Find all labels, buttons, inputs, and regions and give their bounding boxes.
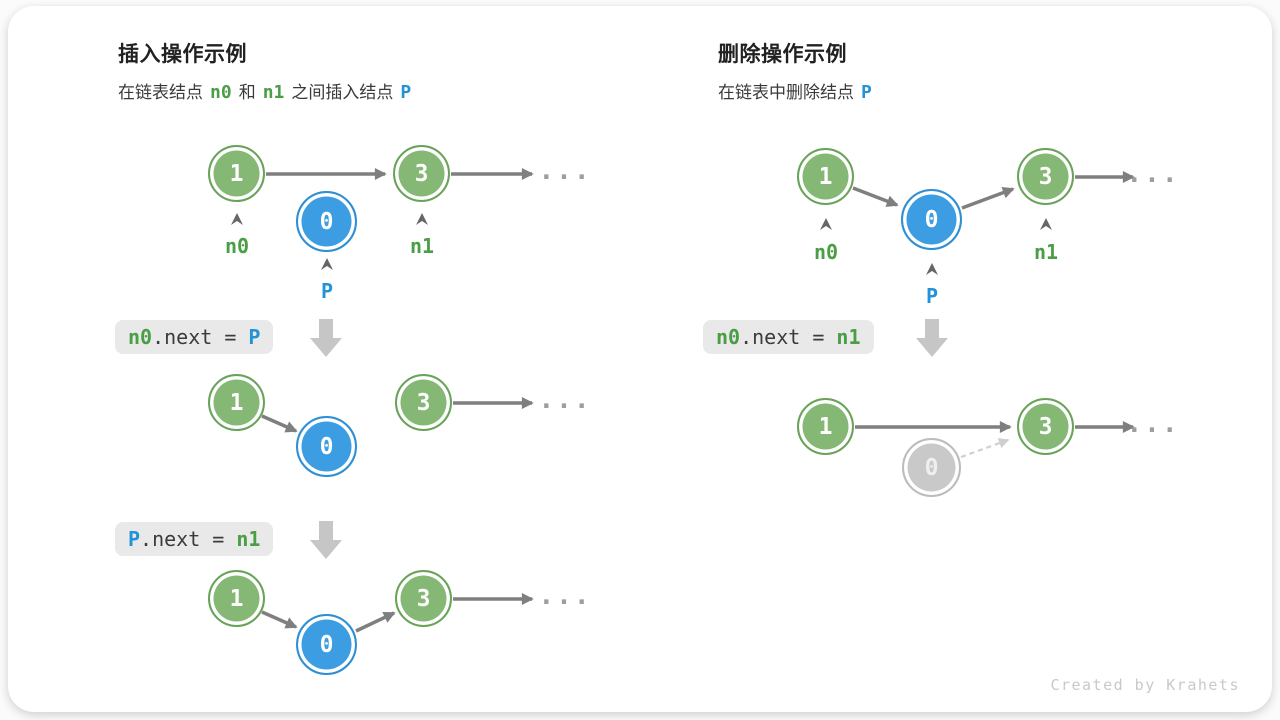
- node-value: 3: [414, 160, 429, 187]
- node-value: 1: [229, 160, 244, 187]
- figure-card: [8, 6, 1272, 712]
- ellipsis: ...: [1126, 159, 1180, 189]
- list-node-p: 0: [901, 189, 962, 250]
- code-lhs: n0: [128, 325, 153, 349]
- list-node-3: 3: [1017, 148, 1074, 205]
- list-node-3: 3: [395, 374, 452, 431]
- pointer-label-n0: n0: [224, 234, 250, 258]
- code-mid: .next =: [740, 325, 837, 349]
- left-panel-title: 插入操作示例: [118, 43, 247, 66]
- node-value: 1: [818, 163, 833, 190]
- node-value: 1: [818, 413, 833, 440]
- ellipsis: ...: [538, 156, 592, 186]
- pointer-label-p: P: [925, 284, 939, 308]
- node-value: 0: [319, 631, 334, 658]
- right-panel-subtitle: 在链表中删除结点 P: [718, 78, 879, 103]
- pointer-label-p: P: [320, 279, 334, 303]
- code-box-n0-next-p: n0.next = P: [115, 320, 274, 354]
- subtitle-text: 和: [238, 83, 256, 102]
- right-panel-title: 删除操作示例: [718, 43, 847, 66]
- list-node-deleted: 0: [902, 438, 961, 497]
- ellipsis: ...: [538, 581, 592, 611]
- code-rhs: n1: [836, 325, 861, 349]
- list-node-p: 0: [296, 416, 357, 477]
- node-value: 1: [229, 389, 244, 416]
- list-node-3: 3: [1017, 398, 1074, 455]
- node-value: 0: [924, 206, 939, 233]
- list-node-p: 0: [296, 191, 357, 252]
- list-node-1: 1: [797, 398, 854, 455]
- token-n1: n1: [262, 82, 285, 103]
- code-rhs: P: [248, 325, 261, 349]
- list-node-p: 0: [296, 614, 357, 675]
- code-lhs: n0: [716, 325, 741, 349]
- node-value: 0: [319, 433, 334, 460]
- node-value: 1: [229, 585, 244, 612]
- list-node-1: 1: [208, 145, 265, 202]
- pointer-label-n1: n1: [1033, 240, 1059, 264]
- code-mid: .next =: [140, 527, 237, 551]
- token-n0: n0: [210, 82, 232, 103]
- node-value: 0: [319, 208, 334, 235]
- code-mid: .next =: [152, 325, 249, 349]
- node-value: 3: [1038, 413, 1053, 440]
- node-value: 3: [416, 389, 431, 416]
- list-node-1: 1: [797, 148, 854, 205]
- credit-watermark: Created by Krahets: [1050, 676, 1240, 694]
- subtitle-text: 之间插入结点: [291, 83, 394, 102]
- code-rhs: n1: [236, 527, 261, 551]
- code-lhs: P: [128, 527, 141, 551]
- pointer-label-n0: n0: [813, 240, 839, 264]
- node-value: 3: [416, 585, 431, 612]
- list-node-1: 1: [208, 374, 265, 431]
- token-p: P: [400, 82, 412, 103]
- ellipsis: ...: [1126, 409, 1180, 439]
- list-node-1: 1: [208, 570, 265, 627]
- code-box-p-next-n1: P.next = n1: [115, 522, 274, 556]
- pointer-label-n1: n1: [409, 234, 435, 258]
- list-node-3: 3: [393, 145, 450, 202]
- ellipsis: ...: [538, 385, 592, 415]
- subtitle-text: 在链表中删除结点: [718, 83, 854, 102]
- list-node-3: 3: [395, 570, 452, 627]
- node-value: 3: [1038, 163, 1053, 190]
- code-box-n0-next-n1: n0.next = n1: [703, 320, 874, 354]
- left-panel-subtitle: 在链表结点 n0 和 n1 之间插入结点 P: [118, 78, 418, 103]
- node-value: 0: [924, 454, 939, 481]
- token-p: P: [861, 82, 872, 103]
- subtitle-text: 在链表结点: [118, 83, 203, 102]
